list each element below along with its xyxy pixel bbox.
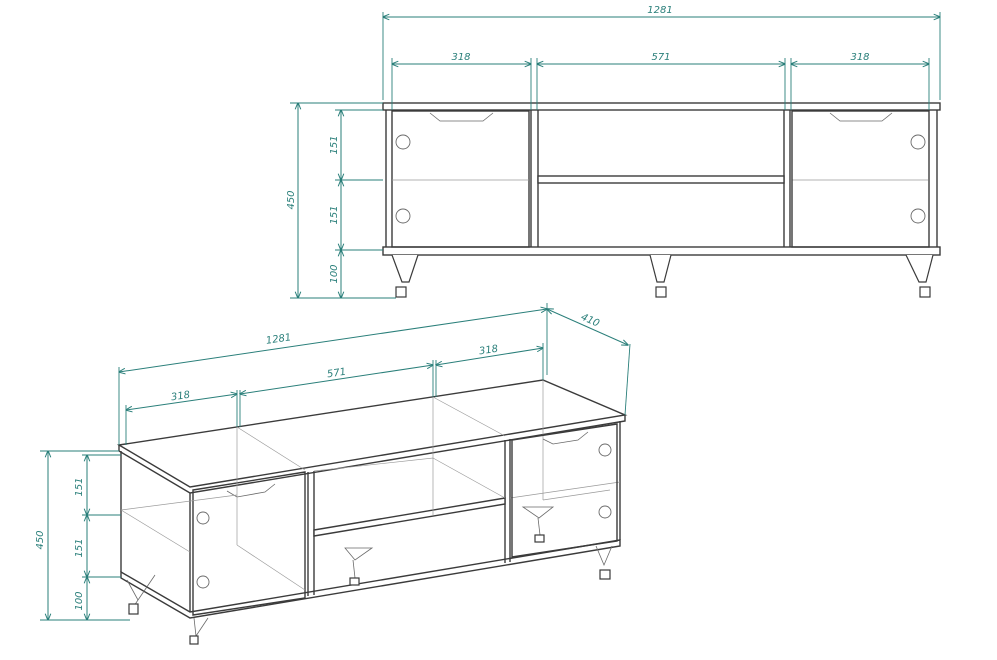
iso-width-label: 1281 (265, 332, 292, 347)
front-left-section-label: 318 (451, 52, 470, 63)
front-right-hinge-top (910, 134, 926, 150)
front-top-board (382, 102, 941, 111)
front-right-section-label: 318 (850, 52, 869, 63)
iso-middle-section-dimension (240, 365, 433, 394)
front-view: 1281 318 571 318 450 151 151 100 (286, 5, 941, 298)
front-leg-left (391, 254, 419, 298)
front-left-door-handle (429, 112, 494, 122)
iso-bottom-board (120, 539, 621, 619)
iso-middle-shelf (313, 497, 506, 537)
front-middle-section-label: 571 (651, 52, 670, 63)
front-middle-shelf (537, 175, 785, 184)
iso-middle-section-label: 571 (326, 367, 346, 381)
front-left-door (391, 110, 530, 248)
front-lower-row-label: 151 (329, 205, 340, 224)
iso-leg-back-right (521, 506, 555, 543)
iso-view: 1281 410 318 571 318 450 151 151 100 (35, 303, 631, 645)
iso-right-section-dimension (436, 348, 543, 365)
iso-right-door (511, 423, 618, 558)
front-right-door (791, 110, 930, 248)
iso-height-label: 450 (35, 530, 46, 549)
front-left-hinge-top (395, 134, 411, 150)
front-leg-label: 100 (329, 264, 340, 283)
iso-depth-dimension (547, 309, 628, 345)
iso-width-dimension (119, 309, 547, 372)
iso-leg-back-left (126, 574, 156, 615)
front-leg-right (905, 254, 934, 298)
iso-leg-front-right (595, 545, 613, 580)
iso-leg-front-left (189, 617, 209, 645)
front-right-door-handle (829, 112, 893, 122)
iso-lower-row-label: 151 (74, 538, 85, 557)
iso-leg-middle (344, 547, 374, 586)
front-height-label: 450 (286, 190, 297, 209)
iso-depth-label: 410 (579, 312, 601, 330)
front-leg-middle (649, 254, 672, 298)
iso-left-door (192, 471, 306, 616)
front-bottom-board (382, 246, 941, 256)
iso-right-section-label: 318 (478, 344, 498, 358)
front-upper-row-label: 151 (329, 135, 340, 154)
iso-left-section-dimension (126, 394, 237, 410)
iso-left-section-label: 318 (170, 390, 190, 404)
front-right-hinge-bottom (910, 208, 926, 224)
iso-upper-row-label: 151 (74, 477, 85, 496)
front-left-hinge-bottom (395, 208, 411, 224)
front-width-label: 1281 (647, 5, 672, 16)
iso-leg-label: 100 (74, 591, 85, 610)
